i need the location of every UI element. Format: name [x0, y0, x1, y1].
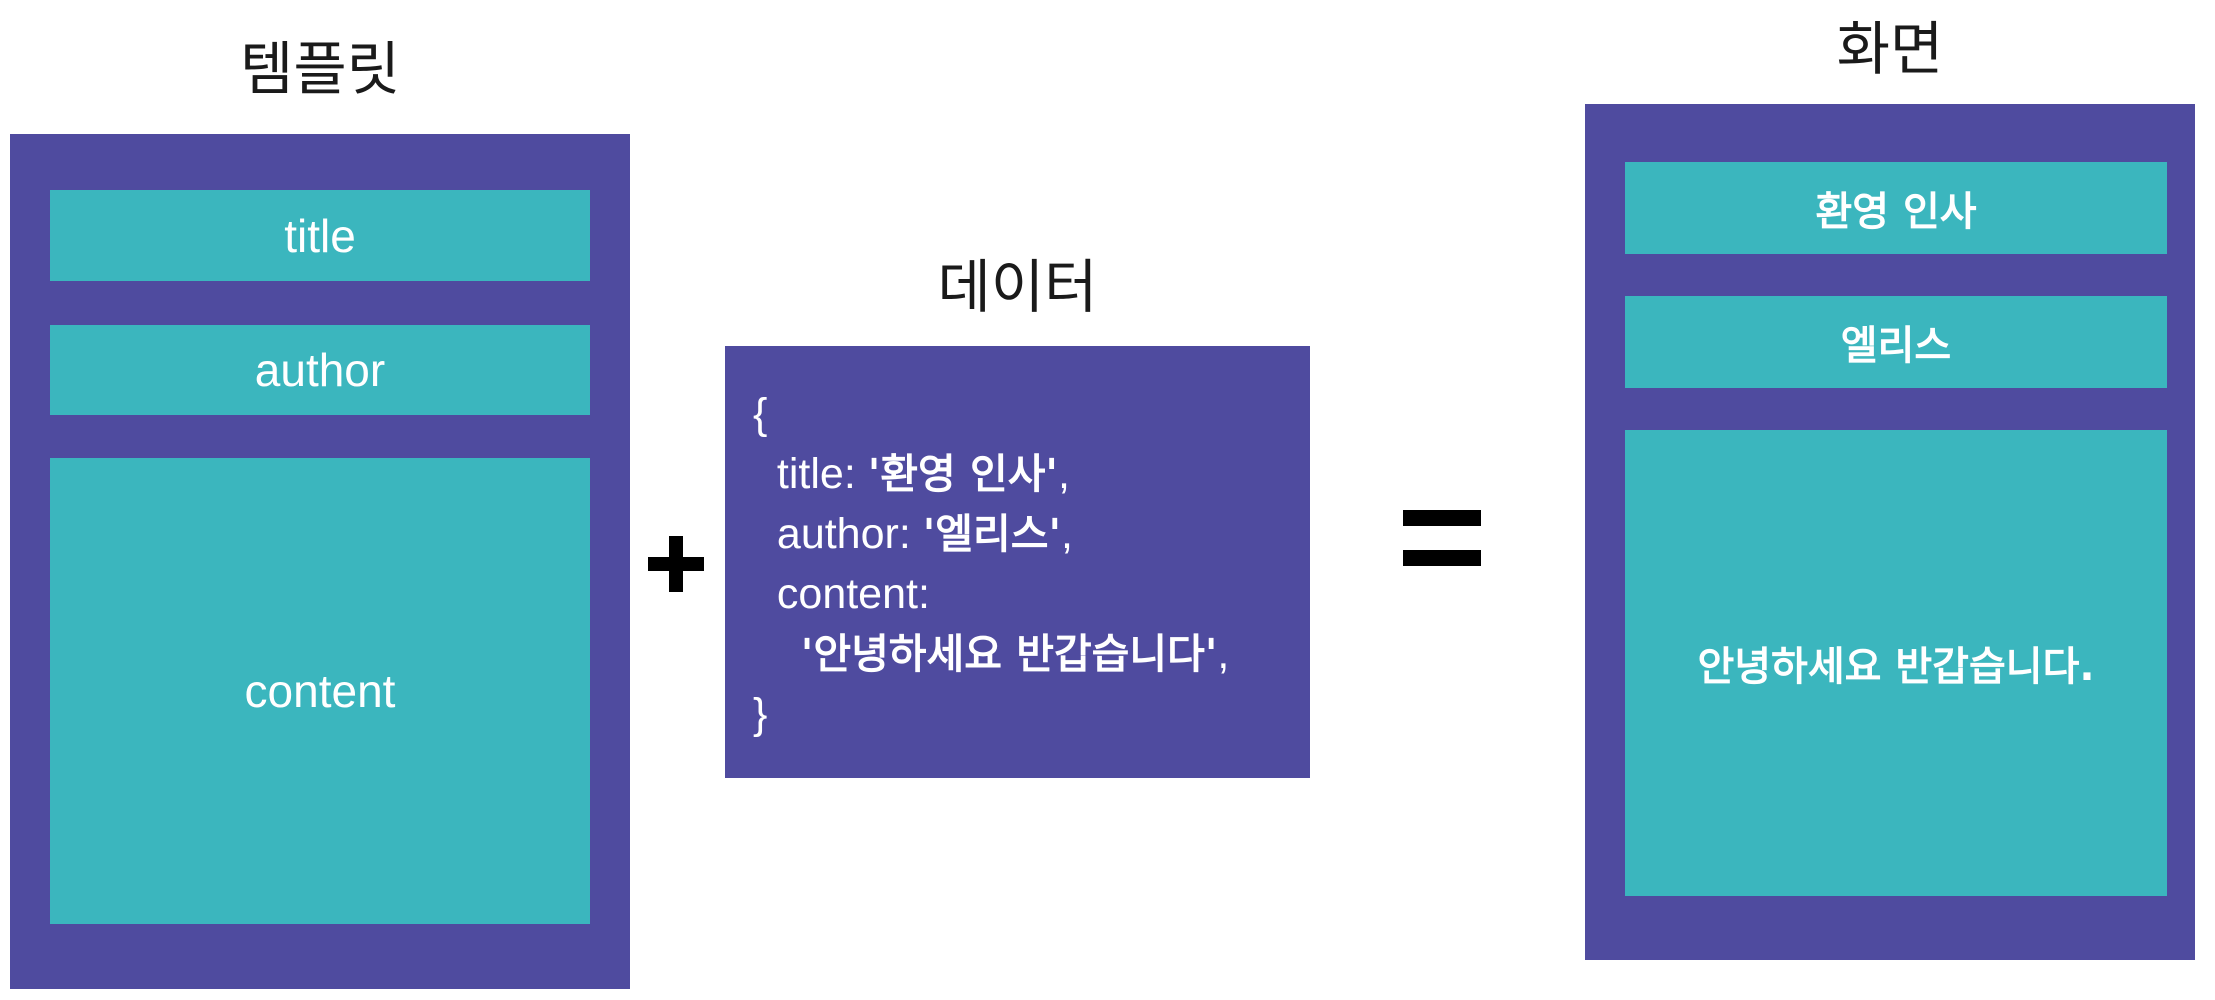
template-slot-title: title — [50, 190, 590, 281]
data-heading: 데이터 — [937, 253, 1098, 321]
code-title-line: title: '환영 인사', — [776, 450, 1070, 498]
equals-icon — [1403, 510, 1481, 566]
data-code-block: { title: '환영 인사', author: '엘리스', content… — [725, 346, 1310, 778]
code-open-brace: { — [753, 390, 768, 438]
screen-heading: 화면 — [1836, 15, 1944, 83]
template-panel: title author content — [10, 134, 630, 989]
code-author-line: author: '엘리스', — [776, 510, 1073, 558]
code-content-value-line: '안녕하세요 반갑습니다', — [800, 630, 1230, 678]
plus-icon — [648, 536, 704, 592]
screen-panel: 환영 인사 엘리스 안녕하세요 반갑습니다. — [1585, 104, 2195, 960]
template-slot-author: author — [50, 325, 590, 415]
template-heading: 템플릿 — [239, 35, 401, 103]
screen-title: 환영 인사 — [1625, 162, 2167, 254]
screen-content: 안녕하세요 반갑습니다. — [1625, 430, 2167, 896]
template-slot-content: content — [50, 458, 590, 924]
code-content-key-line: content: — [776, 570, 930, 618]
code-close-brace: } — [753, 690, 768, 738]
screen-author: 엘리스 — [1625, 296, 2167, 388]
